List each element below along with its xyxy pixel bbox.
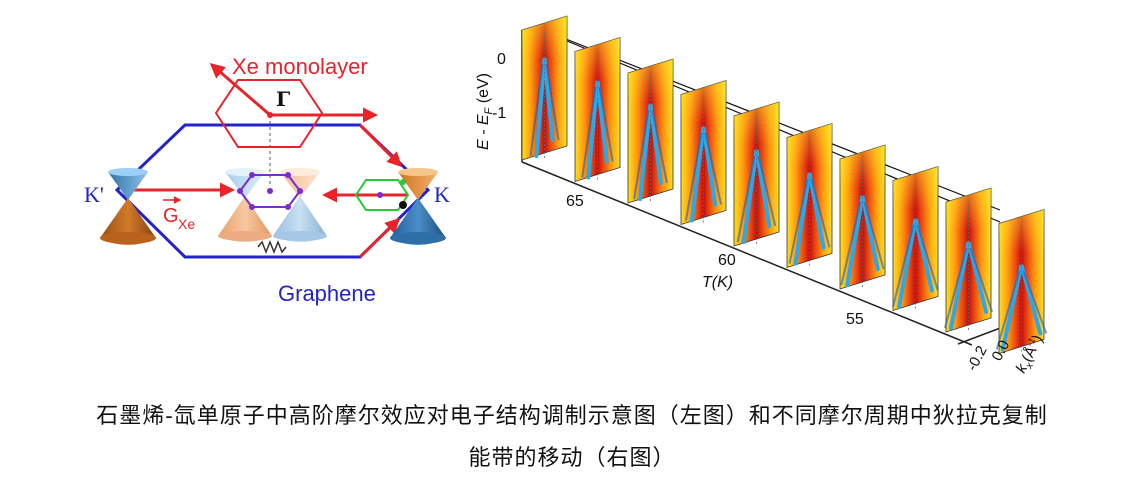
graphene-label: Graphene	[278, 281, 376, 306]
arpes-panel	[733, 101, 780, 247]
t-tick-65: 65	[566, 193, 584, 210]
y-axis-label-unit: (eV)	[475, 73, 492, 108]
moire-schematic: Xe monolayer Γ K' K G Xe Graphene	[84, 54, 450, 306]
g-xe-label: G Xe	[163, 196, 195, 232]
caption-line-2: 能带的移动（右图）	[468, 446, 676, 471]
t-axis-label: T(K)	[702, 274, 733, 291]
temperature-axis	[521, 161, 973, 346]
k-axis-label-sub: x	[1024, 360, 1037, 371]
reciprocal-vector-upper-left	[209, 63, 271, 117]
graphene-bottom-right-arrow	[358, 217, 401, 259]
k-tick-neg02: -0.2	[964, 343, 991, 374]
k-dirac-cone	[390, 168, 446, 245]
y-axis-label-main: E - E	[475, 114, 492, 150]
k-point-marker-green	[400, 179, 406, 185]
k-axis-label-unit-sup: -1	[1025, 336, 1038, 348]
arpes-panel	[892, 165, 939, 312]
arpes-waterfall: 0 -1 E - EF (eV) 65 60 T(K) 55 -0.2 0.0 …	[475, 15, 1050, 378]
k-point-marker	[399, 201, 407, 209]
arpes-panel	[680, 79, 727, 226]
replica-cone-blue	[273, 168, 327, 242]
k-axis-label: kx(Å-1)	[1012, 332, 1050, 378]
arpes-panel	[627, 58, 674, 204]
arpes-panels	[521, 15, 1048, 355]
arpes-panel	[839, 144, 886, 290]
k-label: K	[434, 182, 450, 207]
figure-canvas: Xe monolayer Γ K' K G Xe Graphene 0 -1 E…	[84, 15, 1050, 378]
g-xe-label-main: G	[163, 205, 179, 227]
y-axis-label-sub: F	[483, 106, 495, 114]
interaction-squiggle	[257, 239, 287, 255]
arpes-panel	[786, 122, 833, 269]
arpes-panel	[521, 15, 568, 161]
caption-line-1: 石墨烯-氙单原子中高阶摩尔效应对电子结构调制示意图（左图）和不同摩尔周期中狄拉克…	[96, 404, 1048, 429]
k-prime-label: K'	[84, 182, 104, 207]
arpes-panel	[574, 36, 621, 183]
xe-monolayer-label: Xe monolayer	[232, 54, 368, 79]
k-axis-label-unit: (Å	[1018, 344, 1040, 365]
xe-brillouin-zone	[214, 79, 324, 148]
t-tick-60: 60	[718, 252, 736, 269]
k-moire-point	[377, 192, 383, 198]
k-prime-dirac-cone	[100, 168, 156, 245]
replica-cone-orange	[218, 168, 272, 242]
graphene-top-right-arrow	[358, 123, 403, 168]
k-moire-hexagon	[354, 179, 410, 211]
y-tick-0: 0	[497, 51, 506, 68]
g-xe-label-sub: Xe	[178, 216, 195, 232]
t-tick-55: 55	[846, 311, 864, 328]
arpes-panel	[995, 208, 1048, 355]
arpes-panel	[943, 187, 994, 333]
gamma-label: Γ	[276, 87, 290, 111]
moire-points	[237, 172, 303, 210]
y-axis-label: E - EF (eV)	[475, 73, 495, 150]
y-tick-neg1: -1	[492, 105, 506, 122]
